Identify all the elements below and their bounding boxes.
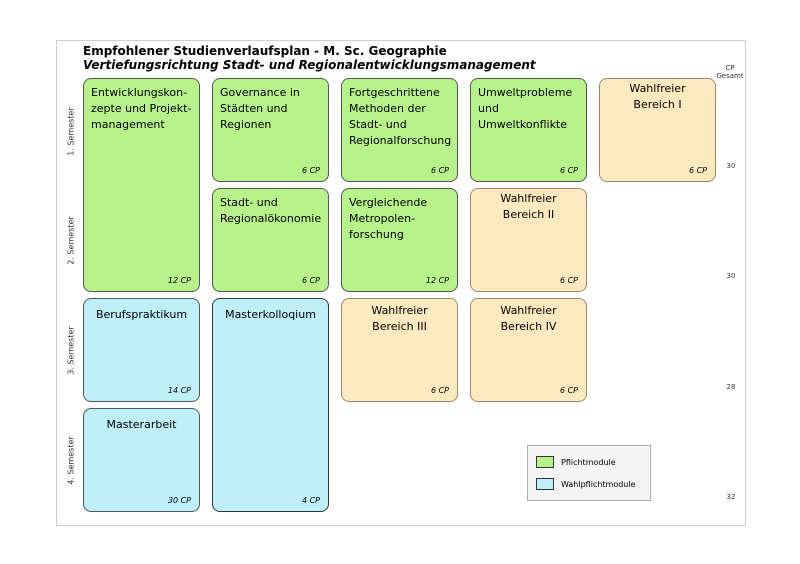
- module-label: Wahlfreier Bereich IV: [500, 304, 557, 333]
- legend: Pflichtmodule Wahlpflichtmodule: [527, 445, 651, 501]
- page-subtitle: Vertiefungsrichtung Stadt- und Regionale…: [83, 58, 536, 72]
- module-entwicklungskonzepte: Entwicklungskon- zepte und Projekt- mana…: [83, 78, 200, 292]
- legend-label-wahlpflicht: Wahlpflichtmodule: [561, 479, 636, 489]
- module-label: Governance in Städten und Regionen: [220, 86, 300, 131]
- page-title: Empfohlener Studienverlaufsplan - M. Sc.…: [83, 44, 447, 58]
- module-label: Vergleichende Metropolen- forschung: [349, 196, 428, 241]
- module-label: Masterkolloqium: [225, 308, 316, 321]
- module-label: Wahlfreier Bereich III: [371, 304, 428, 333]
- module-cp: 6 CP: [301, 166, 320, 175]
- module-wahlfreier-bereich-4: Wahlfreier Bereich IV 6 CP: [470, 298, 587, 402]
- semester-label-1: 1. Semester: [66, 106, 76, 156]
- module-masterkolloquium: Masterkolloqium 4 CP: [212, 298, 329, 512]
- module-cp: 6 CP: [688, 166, 707, 175]
- module-label: Fortgeschrittene Methoden der Stadt- und…: [349, 86, 452, 147]
- module-berufspraktikum: Berufspraktikum 14 CP: [83, 298, 200, 402]
- legend-swatch-pflicht: [536, 456, 554, 468]
- semester-label-2: 2. Semester: [66, 215, 76, 265]
- module-label: Wahlfreier Bereich I: [629, 82, 686, 111]
- module-cp: 4 CP: [301, 496, 320, 505]
- module-cp: 12 CP: [167, 276, 191, 285]
- module-umweltprobleme: Umweltprobleme und Umweltkonflikte 6 CP: [470, 78, 587, 182]
- module-label: Wahlfreier Bereich II: [500, 192, 557, 221]
- module-cp: 6 CP: [559, 386, 578, 395]
- module-governance: Governance in Städten und Regionen 6 CP: [212, 78, 329, 182]
- legend-swatch-wahlpflicht: [536, 478, 554, 490]
- cp-total-header: CP Gesamt: [716, 64, 744, 80]
- semester-label-3: 3. Semester: [66, 325, 76, 375]
- module-cp: 6 CP: [430, 166, 449, 175]
- module-label: Stadt- und Regionalökonomie: [220, 196, 322, 225]
- module-stadt-regionaloekonomie: Stadt- und Regionalökonomie 6 CP: [212, 188, 329, 292]
- module-cp: 12 CP: [425, 276, 449, 285]
- module-label: Berufspraktikum: [95, 308, 188, 321]
- semester-total-2: 30: [726, 272, 736, 280]
- semester-label-4: 4. Semester: [66, 435, 76, 485]
- module-fortgeschrittene-methoden: Fortgeschrittene Methoden der Stadt- und…: [341, 78, 458, 182]
- semester-total-4: 32: [726, 493, 736, 501]
- module-wahlfreier-bereich-1: Wahlfreier Bereich I 6 CP: [599, 78, 716, 182]
- legend-item-wahlpflicht: Wahlpflichtmodule: [536, 478, 636, 490]
- module-cp: 6 CP: [430, 386, 449, 395]
- module-cp: 6 CP: [301, 276, 320, 285]
- module-label: Masterarbeit: [106, 418, 177, 431]
- legend-item-pflicht: Pflichtmodule: [536, 456, 616, 468]
- semester-total-1: 30: [726, 162, 736, 170]
- module-vergleichende-metropolenforschung: Vergleichende Metropolen- forschung 12 C…: [341, 188, 458, 292]
- semester-total-3: 28: [726, 383, 736, 391]
- legend-label-pflicht: Pflichtmodule: [561, 457, 616, 467]
- module-label: Entwicklungskon- zepte und Projekt- mana…: [91, 86, 192, 131]
- module-cp: 6 CP: [559, 276, 578, 285]
- module-cp: 6 CP: [559, 166, 578, 175]
- module-wahlfreier-bereich-2: Wahlfreier Bereich II 6 CP: [470, 188, 587, 292]
- module-masterarbeit: Masterarbeit 30 CP: [83, 408, 200, 512]
- module-cp: 30 CP: [167, 496, 191, 505]
- module-label: Umweltprobleme und Umweltkonflikte: [478, 86, 573, 131]
- module-cp: 14 CP: [167, 386, 191, 395]
- module-wahlfreier-bereich-3: Wahlfreier Bereich III 6 CP: [341, 298, 458, 402]
